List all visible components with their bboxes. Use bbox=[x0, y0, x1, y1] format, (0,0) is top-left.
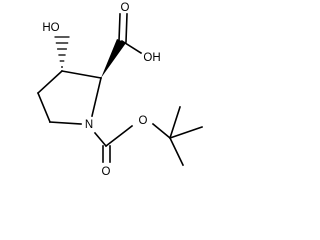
pyrrolidine-ring bbox=[36, 69, 102, 125]
bond-tbu-methyl-down bbox=[168, 136, 185, 167]
ring-nitrogen-label: N bbox=[85, 119, 93, 131]
molecule-structure: HO O OH N O O bbox=[36, 2, 204, 178]
carboxyl-group bbox=[118, 13, 143, 55]
boc-carbamate bbox=[93, 105, 204, 167]
hydroxyl-label: HO bbox=[42, 22, 59, 34]
bond-carboxyl-c-o-double-1 bbox=[118, 13, 121, 42]
ester-oxygen-label: O bbox=[139, 115, 148, 127]
bond-carbonyl-ester-o bbox=[104, 124, 134, 148]
bond-tbu-methyl-right bbox=[168, 125, 204, 140]
acid-hydroxyl-label: OH bbox=[143, 52, 160, 64]
acid-carbonyl-oxygen-label: O bbox=[121, 2, 130, 14]
bond-c4-c5 bbox=[36, 91, 52, 124]
bond-c5-n1 bbox=[49, 121, 82, 125]
hydroxyl-wedge bbox=[54, 36, 70, 68]
bond-carboxyl-c-oh bbox=[120, 39, 143, 55]
carboxyl-wedge bbox=[101, 39, 126, 78]
bond-ester-o-tbu bbox=[151, 122, 172, 140]
bond-n1-c2 bbox=[91, 77, 102, 117]
bond-c3-c4 bbox=[36, 69, 64, 95]
bond-tbu-methyl-up bbox=[168, 105, 182, 140]
bond-c2-c3 bbox=[61, 70, 102, 79]
carbamate-carbonyl-oxygen-label: O bbox=[102, 166, 111, 178]
bond-carboxyl-c-o-double-2 bbox=[125, 13, 128, 43]
bond-n-carbonyl bbox=[93, 131, 108, 148]
